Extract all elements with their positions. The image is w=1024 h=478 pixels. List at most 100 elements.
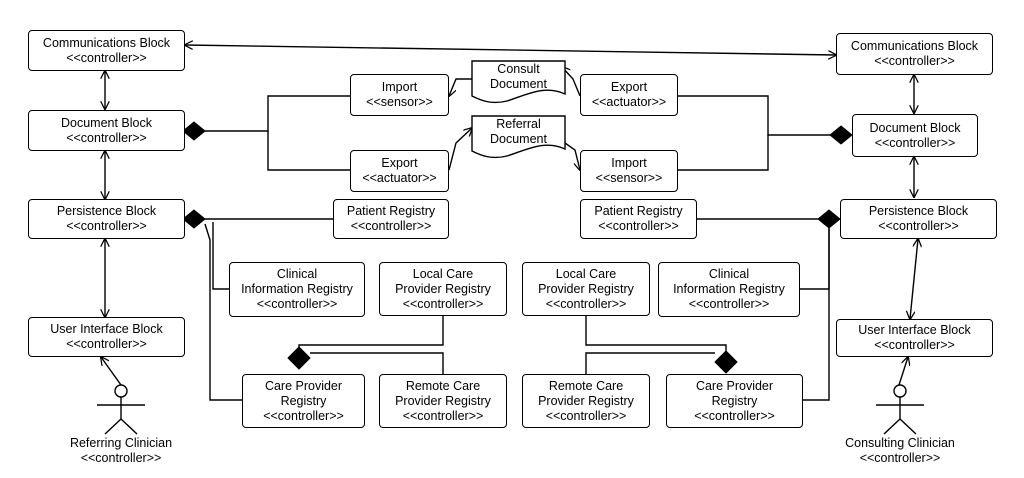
left-doc-import-link	[205, 95, 350, 132]
block-stereotype: <<controller>>	[545, 408, 627, 423]
block-stereotype: <<actuator>>	[591, 95, 667, 109]
right-persist-care-link	[803, 228, 830, 401]
block-name: Export	[381, 156, 418, 170]
left-persist-care-link	[204, 223, 242, 401]
block-line2: Provider Registry	[538, 393, 634, 408]
left-doc-export-link	[267, 131, 350, 171]
block-line1: Remote Care	[405, 378, 481, 393]
block-line2: Provider Registry	[395, 393, 491, 408]
block-stereotype: <<controller>>	[878, 219, 959, 233]
right-ui-actor-link	[898, 357, 908, 386]
block-stereotype: <<sensor>>	[595, 171, 663, 185]
block-name: Patient Registry	[594, 204, 683, 218]
actor-name: Referring Clinician	[69, 436, 173, 450]
block-name: Communications Block	[42, 35, 171, 50]
block-stereotype: <<actuator>>	[362, 171, 437, 185]
document-line2: Document	[490, 132, 547, 146]
actor-name: Consulting Clinician	[845, 436, 955, 450]
right-import-sensor[interactable]: Import <<sensor>>	[580, 150, 678, 192]
right-remote-care-provider-registry[interactable]: Remote Care Provider Registry <<controll…	[522, 374, 650, 428]
block-line2: Provider Registry	[395, 281, 491, 296]
block-line2: Registry	[711, 393, 758, 408]
referral-to-right-import	[564, 142, 580, 170]
comm-link	[185, 45, 836, 55]
left-care-local-link	[298, 316, 444, 348]
referral-document[interactable]: Referral Document	[472, 117, 565, 147]
block-line1: Clinical	[708, 267, 750, 281]
block-line1: Remote Care	[548, 378, 624, 393]
referring-clinician-figure	[97, 384, 145, 435]
right-persist-ui-link	[910, 239, 918, 319]
referral-document-shape	[471, 115, 566, 159]
block-name: User Interface Block	[50, 322, 163, 336]
consulting-clinician-label: Consulting Clinician <<controller>>	[835, 436, 965, 466]
left-remote-care-provider-registry[interactable]: Remote Care Provider Registry <<controll…	[379, 374, 507, 428]
block-name: Communications Block	[850, 39, 979, 53]
left-clinical-information-registry[interactable]: Clinical Information Registry <<controll…	[229, 262, 365, 317]
block-line1: Local Care	[412, 266, 474, 281]
right-persistence-block[interactable]: Persistence Block <<controller>>	[840, 199, 997, 239]
right-persist-diamond	[817, 209, 841, 229]
right-local-care-provider-registry[interactable]: Local Care Provider Registry <<controlle…	[522, 262, 650, 316]
block-stereotype: <<controller>>	[263, 408, 344, 423]
left-export-actuator[interactable]: Export <<actuator>>	[350, 150, 449, 192]
right-doc-diamond	[829, 125, 853, 145]
block-stereotype: <<controller>>	[402, 296, 484, 311]
block-name: Persistence Block	[868, 204, 969, 218]
right-clinical-information-registry[interactable]: Clinical Information Registry <<controll…	[658, 262, 800, 317]
block-stereotype: <<controller>>	[66, 337, 147, 351]
left-care-diamond	[287, 346, 311, 370]
left-persist-diamond	[182, 209, 206, 229]
block-stereotype: <<controller>>	[874, 338, 955, 352]
consult-document[interactable]: Consult Document	[472, 62, 565, 92]
block-stereotype: <<controller>>	[350, 219, 432, 233]
right-user-interface-block[interactable]: User Interface Block <<controller>>	[836, 319, 993, 357]
left-doc-diamond	[182, 121, 206, 141]
block-stereotype: <<controller>>	[256, 297, 338, 311]
left-communications-block[interactable]: Communications Block <<controller>>	[28, 30, 185, 71]
actor-stereotype: <<controller>>	[859, 451, 941, 465]
right-patient-registry[interactable]: Patient Registry <<controller>>	[580, 199, 697, 239]
left-document-block[interactable]: Document Block <<controller>>	[28, 110, 185, 151]
document-line2: Document	[490, 77, 547, 91]
right-care-local-link	[585, 316, 727, 352]
right-care-remote-link	[585, 352, 715, 374]
block-line1: Care Provider	[264, 378, 343, 393]
left-patient-registry[interactable]: Patient Registry <<controller>>	[333, 199, 449, 239]
left-user-interface-block[interactable]: User Interface Block <<controller>>	[28, 317, 185, 357]
left-persist-clinical-link	[212, 222, 229, 290]
left-care-remote-link	[310, 352, 444, 374]
block-stereotype: <<controller>>	[688, 297, 770, 311]
block-stereotype: <<sensor>>	[366, 95, 433, 109]
block-stereotype: <<controller>>	[874, 135, 956, 150]
block-stereotype: <<controller>>	[598, 219, 679, 233]
block-stereotype: <<controller>>	[66, 219, 147, 233]
right-care-provider-registry[interactable]: Care Provider Registry <<controller>>	[666, 374, 803, 428]
block-stereotype: <<controller>>	[66, 130, 147, 145]
left-care-provider-registry[interactable]: Care Provider Registry <<controller>>	[242, 374, 365, 428]
block-line2: Provider Registry	[538, 281, 634, 296]
block-name: Patient Registry	[346, 204, 436, 218]
block-name: Import	[381, 80, 418, 94]
block-stereotype: <<controller>>	[874, 54, 955, 68]
consult-document-shape	[471, 60, 566, 104]
block-stereotype: <<controller>>	[66, 50, 147, 65]
block-line2: Registry	[280, 393, 327, 408]
left-local-care-provider-registry[interactable]: Local Care Provider Registry <<controlle…	[379, 262, 507, 316]
block-name: Document Block	[60, 115, 152, 130]
actor-stereotype: <<controller>>	[80, 451, 162, 465]
consult-to-left-import	[449, 78, 472, 96]
right-persist-clinical-link	[800, 228, 830, 290]
right-doc-export-link	[678, 95, 830, 136]
right-communications-block[interactable]: Communications Block <<controller>>	[836, 33, 993, 75]
block-stereotype: <<controller>>	[545, 296, 627, 311]
right-doc-import-link	[678, 135, 769, 171]
right-document-block[interactable]: Document Block <<controller>>	[852, 114, 978, 157]
referring-clinician-label: Referring Clinician <<controller>>	[56, 436, 186, 466]
block-stereotype: <<controller>>	[694, 408, 775, 423]
right-export-actuator[interactable]: Export <<actuator>>	[580, 74, 678, 116]
left-persistence-block[interactable]: Persistence Block <<controller>>	[28, 199, 185, 239]
block-name: Export	[610, 80, 648, 94]
left-import-sensor[interactable]: Import <<sensor>>	[350, 74, 449, 116]
